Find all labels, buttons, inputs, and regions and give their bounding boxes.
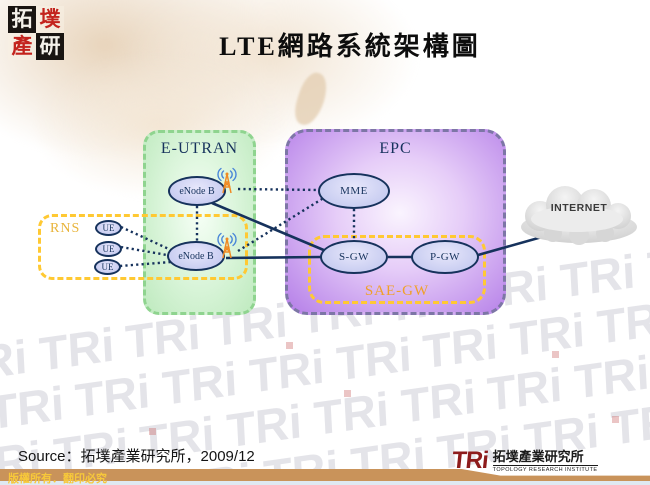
footer-strip [0,481,650,485]
page-title: LTE網路系統架構圖 [219,32,481,61]
source-text: Source：拓墣產業研究所，2009/12 [18,448,255,465]
internet-cloud-icon [521,186,637,245]
map-blob [120,0,420,150]
group-label-sae-gw: SAE-GW [364,283,430,299]
watermark-tri-text: TRi [609,391,650,456]
watermark-red-dot [612,416,619,423]
seal-char: 研 [36,33,64,60]
internet-label: INTERNET [550,202,608,214]
node-sgw: S-GW [320,240,388,274]
watermark-tri-text: TRi [421,314,500,379]
copyright-text: 版權所有．翻印必究 [8,473,107,485]
group-box-epc [285,129,506,315]
node-label: UE [101,262,114,272]
node-label: eNode B [178,250,214,262]
watermark-red-dot [286,342,293,349]
node-label: UE [102,223,115,233]
watermark-tri-text: TRi [247,339,326,403]
watermark-tri-text: TRi [595,290,650,355]
antenna-icon [217,167,237,194]
node-mme: MME [318,173,390,209]
node-pgw: P-GW [411,240,479,274]
node-ue-3: UE [94,259,121,275]
watermark-red-dot [552,351,559,358]
watermark-tri-text: TRi [160,351,239,416]
watermark-tri-text: TRi [0,375,65,440]
brand-chinese-name: 拓墣產業研究所 [492,450,598,466]
seal-char: 拓 [8,6,36,33]
node-label: P-GW [429,251,461,263]
watermark-tri-text: TRi [486,357,564,421]
node-label: eNode B [179,185,215,197]
group-box-sae-gw [308,235,486,304]
watermark-tri-text: TRi [558,244,637,308]
watermark-tri-text: TRi [124,305,203,369]
watermark-red-dot [344,390,351,397]
brand-english-name: TOPOLOGY RESEARCH INSTITUTE [492,467,598,473]
watermark-tri-text: TRi [37,317,116,381]
node-label: MME [340,185,368,197]
map-taiwan-blob [290,69,332,129]
watermark-tri-text: TRi [508,302,587,367]
seal-char: 墣 [36,6,64,33]
footer-brand-logo: TRi 拓墣產業研究所 TOPOLOGY RESEARCH INSTITUTE [450,447,598,474]
watermark-tri-text: TRi [0,329,29,394]
antenna-icon [217,232,237,259]
node-label: S-GW [338,251,370,263]
watermark-tri-text: TRi [312,381,391,446]
tri-corner-seal-logo: 拓 墣 產 研 [8,6,64,60]
group-label-rns: RNS [50,221,81,236]
group-label-epc: EPC [379,140,412,157]
node-ue-2: UE [95,241,122,257]
watermark-tri-text: TRi [74,363,152,428]
node-ue-1: UE [95,220,122,236]
seal-char: 產 [8,33,36,60]
watermark-tri-text: TRi [399,369,477,434]
tri-logo-text: TRi [450,447,490,474]
group-label-eutran: E-UTRAN [160,140,239,157]
node-label: UE [102,244,115,254]
watermark-tri-text: TRi [645,231,650,296]
watermark-tri-text: TRi [572,345,650,409]
watermark-red-dot [149,428,156,435]
watermark-tri-text: TRi [334,327,413,391]
